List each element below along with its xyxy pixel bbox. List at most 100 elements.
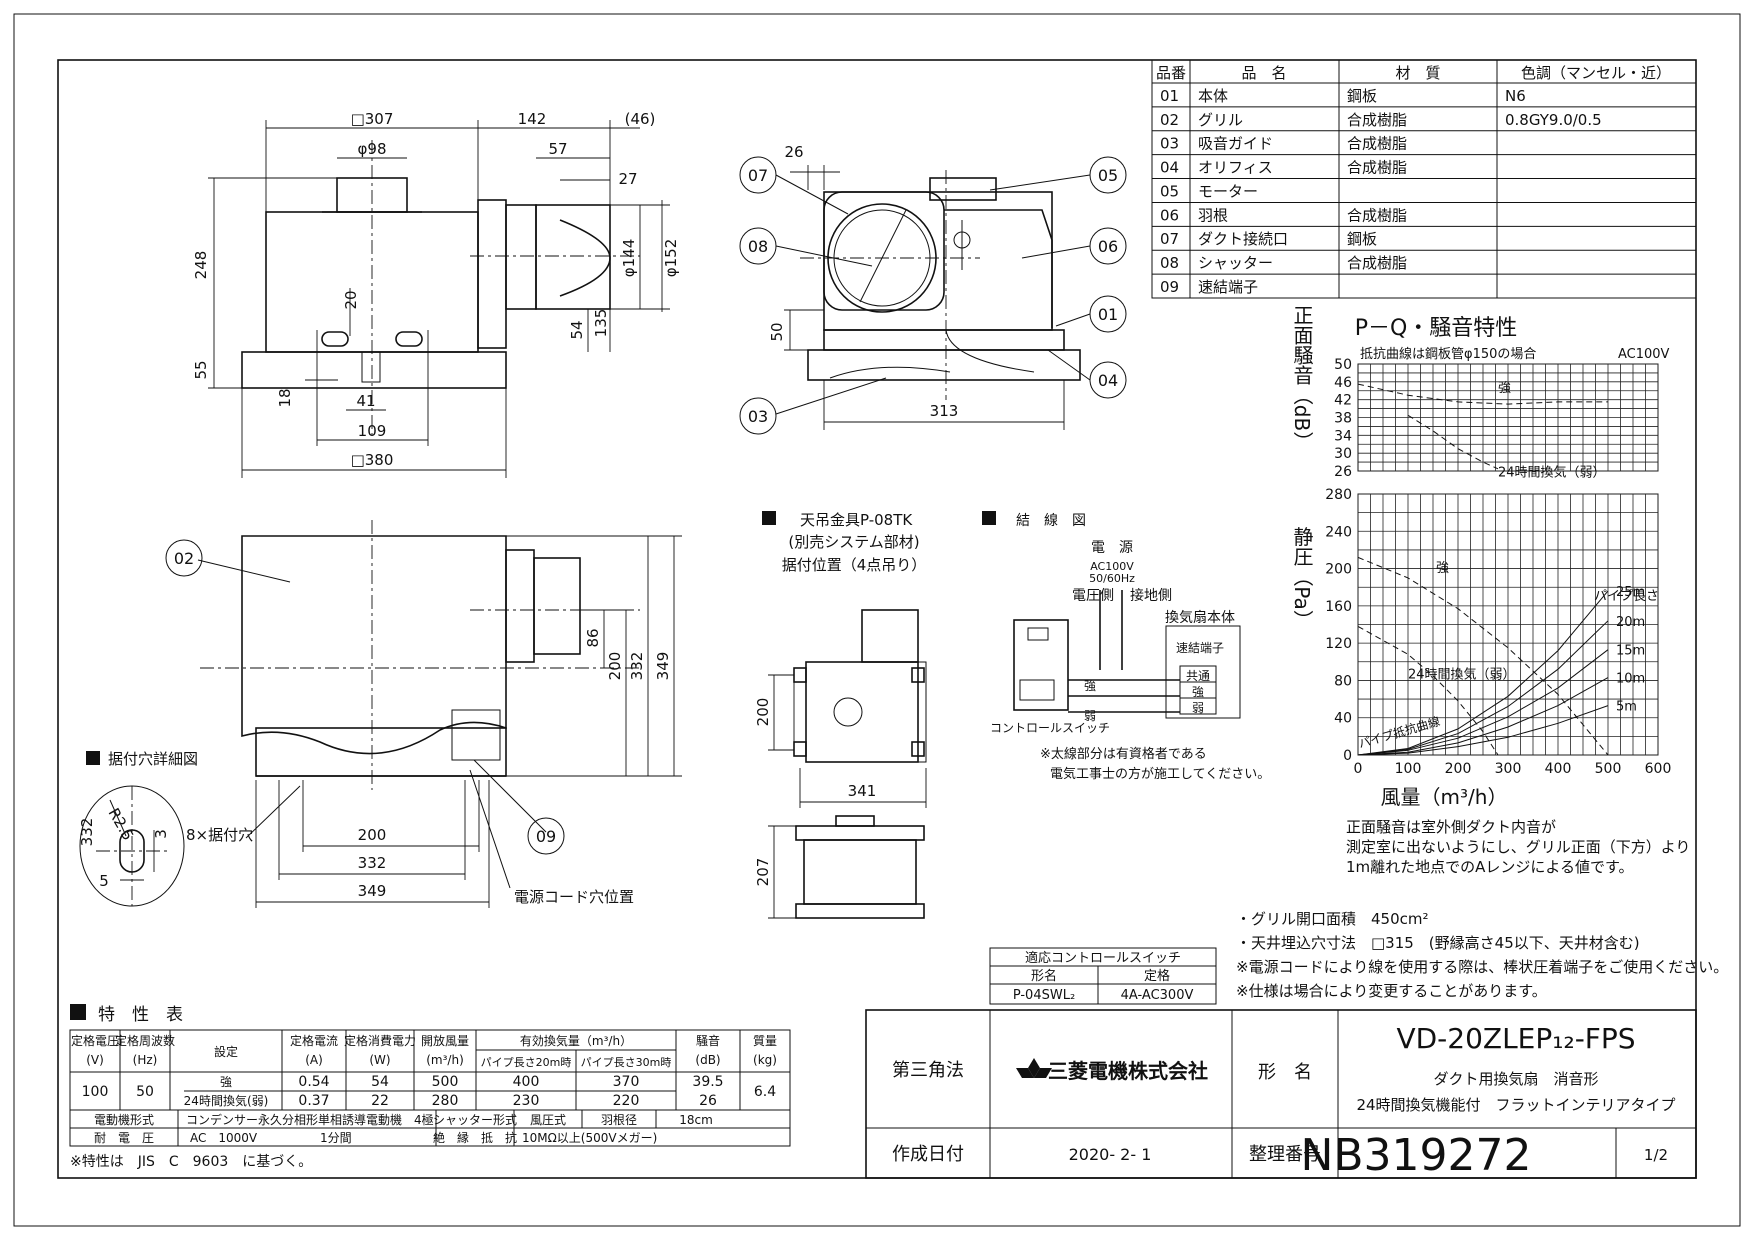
parts-cell: シャッター	[1198, 254, 1273, 272]
pq-xtick: 600	[1645, 761, 1672, 777]
parts-cell: 合成樹脂	[1347, 135, 1407, 153]
front-view: 86 200 332 349 200 332 349 8×据付穴 電源コード穴位…	[186, 520, 682, 908]
callout-04: 04	[1098, 371, 1118, 390]
parts-header-no: 品番	[1156, 64, 1186, 82]
dim-142: 142	[518, 110, 547, 128]
dim-200: 200	[358, 826, 387, 844]
noise-series-line	[1357, 383, 1608, 405]
spec-h-noise: 騒音	[696, 1033, 720, 1048]
pq-series-label: 24時間換気（弱）	[1408, 666, 1516, 682]
switch-table-h1: 形名	[1031, 968, 1057, 984]
spec-cell: 220	[613, 1093, 640, 1109]
side-duct	[535, 204, 611, 310]
parts-cell: 本体	[1198, 87, 1228, 105]
note-3: ※電源コードにより線を使用する際は、棒状圧着端子をご使用ください。	[1236, 958, 1728, 976]
spec-cell: 24時間換気(弱)	[184, 1093, 269, 1108]
pq-series-line	[1357, 649, 1609, 756]
dim-144: φ144	[620, 239, 638, 278]
spec-shutter-value: 風圧式	[530, 1113, 566, 1127]
parts-cell: 鋼板	[1347, 230, 1377, 248]
dim-332v: 332	[628, 652, 646, 681]
parts-cell: 01	[1160, 87, 1179, 105]
spec-withstand-label: 耐 電 圧	[94, 1131, 154, 1145]
wiring-title: 結 線 図	[1016, 513, 1086, 529]
noise-ytick: 50	[1334, 357, 1352, 373]
dim-109: 109	[358, 422, 387, 440]
fan-body-box	[1165, 625, 1241, 719]
pq-ytick: 120	[1325, 636, 1352, 652]
spec-cell: 0.37	[298, 1093, 329, 1109]
spec-voltage: 100	[82, 1084, 109, 1100]
pq-series-label: 25m	[1616, 585, 1645, 600]
title-block: 第三角法 三菱電機株式会社 形 名 VD-20ZLEP₁₂-FPS ダクト用換気…	[865, 1009, 1697, 1181]
callout-05: 05	[1098, 166, 1118, 185]
tb-date: 2020- 2- 1	[1069, 1145, 1152, 1164]
spec-h-setting: 設定	[214, 1044, 238, 1059]
dim-55: 55	[192, 360, 210, 379]
dim-248: 248	[192, 251, 210, 280]
spec-cell: 26	[699, 1093, 717, 1109]
spec-h-power: 定格消費電力	[344, 1033, 416, 1048]
spec-h-mass: 質量	[753, 1033, 777, 1048]
spec-h-current: 定格電流	[290, 1033, 338, 1048]
hanger-d341: 341	[848, 782, 877, 800]
spec-cell: 39.5	[692, 1074, 723, 1090]
pq-series-label: 20m	[1616, 615, 1645, 630]
spec-h-effective: 有効換気量（m³/h）	[520, 1033, 632, 1048]
pq-series-line	[1357, 590, 1609, 756]
wiring-t-common: 共通	[1186, 669, 1210, 683]
pq-xtick: 200	[1445, 761, 1472, 777]
spec-cell: 強	[220, 1075, 232, 1089]
wiring-note1: ※太線部分は有資格者である	[1040, 746, 1207, 762]
noise-ytick: 42	[1334, 393, 1352, 409]
parts-cell: 鋼板	[1347, 87, 1377, 105]
chart-note: 正面騒音は室外側ダクト内音が 測定室に出ないようにし、グリル正面（下方）より 1…	[1346, 818, 1690, 876]
dim-313: 313	[930, 402, 959, 420]
tb-page: 1/2	[1644, 1146, 1668, 1164]
label-cord-hole: 電源コード穴位置	[514, 888, 634, 906]
dim-57: 57	[548, 140, 567, 158]
noise-ytick: 46	[1334, 375, 1352, 391]
side-view: 26 50 313	[768, 143, 1081, 430]
dim-50: 50	[768, 322, 786, 341]
switch-table: 適応コントロールスイッチ 形名 定格 P-04SWL₂ 4A-AC300V	[989, 947, 1217, 1005]
hanger-d207: 207	[754, 858, 772, 887]
switch-model: P-04SWL₂	[1013, 988, 1075, 1003]
parts-cell: 合成樹脂	[1347, 111, 1407, 129]
pq-series-label: 10m	[1616, 672, 1645, 687]
spec-h-voltage-u: (V)	[86, 1053, 104, 1067]
tb-model: VD-20ZLEP₁₂-FPS	[1396, 1022, 1635, 1055]
spec-table: 特 性 表 定格電圧 (V) 定格周波数 (Hz) 設定 定格電流 (A) 定格…	[69, 1004, 791, 1170]
noise-ytick: 38	[1334, 411, 1352, 427]
spec-blade-label: 羽根径	[601, 1113, 637, 1127]
parts-cell: 吸音ガイド	[1198, 135, 1273, 153]
parts-header-color: 色調（マンセル・近）	[1521, 64, 1671, 82]
spec-blade-value: 18cm	[679, 1113, 713, 1127]
spec-withstand-time: 1分間	[320, 1131, 352, 1145]
noise-series-line	[1407, 414, 1499, 470]
dim-26: 26	[784, 143, 803, 161]
dim-349v: 349	[654, 652, 672, 681]
spec-h-voltage: 定格電圧	[71, 1033, 119, 1048]
flange	[241, 351, 507, 389]
dim-200v: 200	[606, 652, 624, 681]
callout-03: 03	[748, 407, 768, 426]
dim-98: φ98	[358, 140, 387, 158]
parts-cell: N6	[1505, 87, 1526, 105]
pq-series-line	[1357, 677, 1609, 756]
dim-18: 18	[276, 388, 294, 407]
wiring-voltage2: 50/60Hz	[1089, 572, 1135, 585]
note-2: ・天井埋込穴寸法 □315 (野縁高さ45以下、天井材含む)	[1236, 934, 1640, 952]
spec-cell: 0.54	[298, 1074, 329, 1090]
wiring-fan-body: 換気扇本体	[1165, 610, 1235, 626]
chart-note-3: 1m離れた地点でのAレンジによる値です。	[1346, 858, 1633, 876]
parts-cell: 03	[1160, 135, 1179, 153]
pq-ytick: 80	[1334, 673, 1352, 689]
pq-ytick: 280	[1325, 487, 1352, 503]
top-view: □307 142 (46) φ98 57 27 248 φ144 φ152 20…	[192, 110, 680, 478]
pq-xtick: 400	[1545, 761, 1572, 777]
chart-subtitle: 抵抗曲線は鋼板管φ150の場合	[1360, 346, 1536, 362]
spec-cell: 280	[432, 1093, 459, 1109]
noise-series-label: 強	[1498, 381, 1511, 396]
hanger-sub2: 据付位置（4点吊り）	[782, 556, 927, 574]
